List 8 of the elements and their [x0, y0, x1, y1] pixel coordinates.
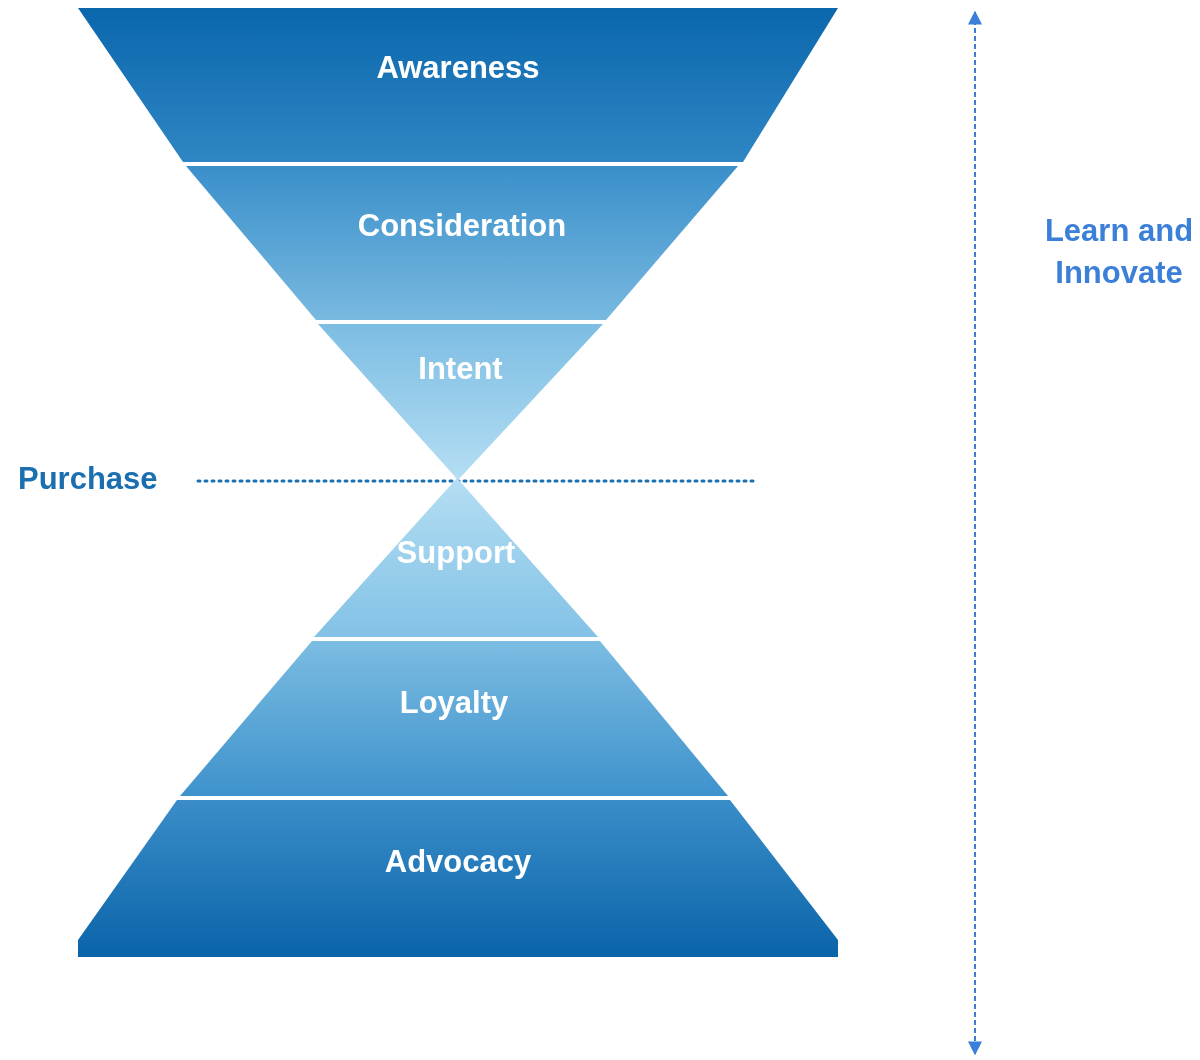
stage-label: Loyalty — [399, 685, 509, 721]
stage-label: Consideration — [357, 208, 567, 244]
stage-label: Support — [396, 535, 516, 571]
stage-label: Advocacy — [384, 844, 532, 880]
stage-label: Awareness — [376, 50, 540, 86]
stage-label: Intent — [418, 351, 503, 387]
side-label: Learn and Innovate — [1043, 212, 1195, 292]
stage-marker-label: Purchase — [18, 460, 158, 498]
